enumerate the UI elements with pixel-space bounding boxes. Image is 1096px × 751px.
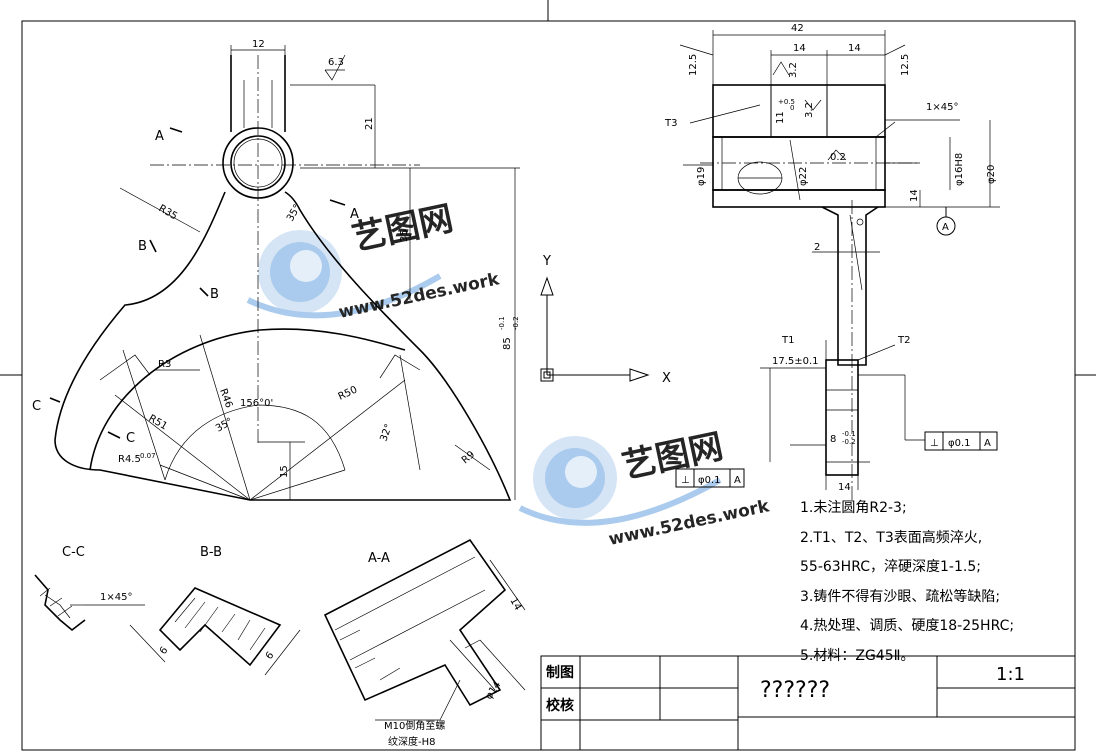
dim-14: 14	[507, 596, 523, 613]
dim-85-upper-tol: -0.1	[498, 316, 506, 330]
technical-notes: 1.未注圆角R2-3; 2.T1、T2、T3表面高频淬火, 55-63HRC，淬…	[800, 500, 1014, 664]
side-tolerance-frame: ⊥ φ0.1 A	[924, 431, 998, 451]
thread-note-line2: 纹深度-H8	[388, 735, 436, 748]
dia-20: φ20	[986, 165, 997, 184]
dia-14: φ14	[483, 680, 503, 702]
angle-35-bottom: 35°	[214, 416, 235, 434]
side-view-labels: 42 14 14 12.5 12.5 3.2 3.2 11 +0.5 0 1×4…	[664, 23, 997, 493]
roughness-0-2: 0.2	[830, 152, 846, 163]
thread-note-line1: M10倒角至螺	[384, 720, 445, 732]
label-t2: T2	[897, 335, 910, 346]
radius-r4-5-tol: 0.07	[140, 452, 156, 460]
perpendicularity-symbol: ⊥	[681, 475, 690, 486]
watermark-url: www.52des.work	[337, 269, 502, 323]
roughness-12-5: 12.5	[688, 54, 699, 76]
section-mark-c: C	[126, 431, 135, 446]
angle-156: 156°0'	[240, 398, 273, 409]
angle-35-top: 35°	[285, 203, 303, 224]
dim-6: 6	[158, 645, 171, 657]
axis-x-label: X	[662, 371, 671, 386]
dim-8-lower-tol: -0.2	[842, 438, 856, 446]
dim-15: 15	[279, 465, 290, 478]
section-a-a-title: A-A	[368, 551, 390, 566]
chamfer-1x45: 1×45°	[100, 592, 132, 603]
dia-22: φ22	[798, 167, 809, 186]
axis-y-label: Y	[542, 254, 551, 269]
radius-r3: R3	[158, 359, 171, 370]
datum-a: A	[942, 222, 949, 233]
check-label: 校核	[546, 697, 574, 714]
dim-11-upper-tol: +0.5	[778, 98, 795, 106]
dim-14: 14	[793, 43, 806, 54]
dim-85-lower-tol: -0.2	[512, 316, 520, 330]
dim-21: 21	[364, 117, 375, 130]
label-t1: T1	[781, 335, 794, 346]
watermark-logo: 艺图网	[349, 198, 457, 258]
radius-r4-5: R4.5	[118, 454, 141, 465]
drawn-label: 制图	[546, 664, 574, 681]
section-mark-b: B	[210, 287, 219, 302]
section-b-b-title: B-B	[200, 545, 222, 560]
dim-12: 12	[252, 39, 265, 50]
radius-r9: R9	[460, 449, 477, 466]
dim-8: 8	[830, 434, 836, 445]
note-3: 55-63HRC，淬硬深度1-1.5;	[800, 559, 981, 575]
front-view	[49, 45, 520, 501]
perpendicularity-symbol: ⊥	[930, 438, 939, 449]
tolerance-datum: A	[734, 475, 741, 486]
part-name: ??????	[760, 678, 830, 703]
dim-11: 11	[775, 111, 786, 124]
section-mark-a: A	[350, 207, 359, 222]
front-tolerance-frame: ⊥ φ0.1 A	[675, 468, 745, 488]
dim-14: 14	[848, 43, 861, 54]
section-b-b: B-B 6 6	[129, 545, 301, 676]
surface-roughness: 6.3	[328, 57, 344, 68]
dim-14: 14	[909, 189, 920, 202]
section-mark-c: C	[32, 399, 41, 414]
axis-symbol: Y X	[540, 254, 671, 386]
section-c-c: C-C 1×45°	[34, 545, 145, 632]
radius-r35: R35	[157, 203, 180, 222]
note-4: 3.铸件不得有沙眼、疏松等缺陷;	[800, 588, 1000, 605]
radius-r51: R51	[147, 413, 170, 432]
dim-42: 42	[791, 23, 804, 34]
note-2: 2.T1、T2、T3表面高频淬火,	[800, 529, 982, 546]
scale-value: 1:1	[996, 664, 1025, 685]
dim-14-foot: 14	[838, 482, 851, 493]
roughness-12-5: 12.5	[900, 54, 911, 76]
tolerance-value: φ0.1	[698, 475, 721, 486]
note-5: 4.热处理、调质、硬度18-25HRC;	[800, 618, 1014, 634]
title-block: 制图 校核 ?????? 1:1	[540, 655, 1076, 751]
dim-85: 85	[502, 337, 513, 350]
dia-16h8: φ16H8	[954, 153, 965, 186]
dim-2: 2	[814, 242, 820, 253]
note-1: 1.未注圆角R2-3;	[800, 500, 907, 516]
dim-6: 6	[264, 650, 277, 662]
watermark-url: www.52des.work	[607, 496, 772, 550]
angle-32: 32°	[378, 423, 394, 443]
label-t3: T3	[664, 118, 677, 129]
dim-35: 35	[399, 229, 410, 242]
radius-r50: R50	[337, 384, 359, 402]
dim-8-upper-tol: -0.1	[842, 430, 856, 438]
tolerance-datum: A	[984, 438, 991, 449]
chamfer-1x45: 1×45°	[926, 102, 958, 113]
dim-11-lower-tol: 0	[790, 104, 794, 112]
dia-19: φ19	[696, 167, 707, 186]
radius-r46: R46	[217, 387, 234, 409]
section-a-a: A-A 14 φ14 M10倒角至螺 纹深度-H8	[323, 538, 526, 748]
section-c-c-title: C-C	[62, 545, 85, 560]
side-view	[679, 30, 1000, 500]
section-mark-a: A	[155, 129, 164, 144]
section-mark-b: B	[138, 239, 147, 254]
tolerance-value: φ0.1	[948, 438, 971, 449]
roughness-3-2: 3.2	[804, 102, 815, 118]
watermark-2: 艺图网 www.52des.work	[518, 426, 772, 550]
roughness-3-2: 3.2	[788, 62, 799, 78]
dim-17-5: 17.5±0.1	[772, 356, 819, 367]
